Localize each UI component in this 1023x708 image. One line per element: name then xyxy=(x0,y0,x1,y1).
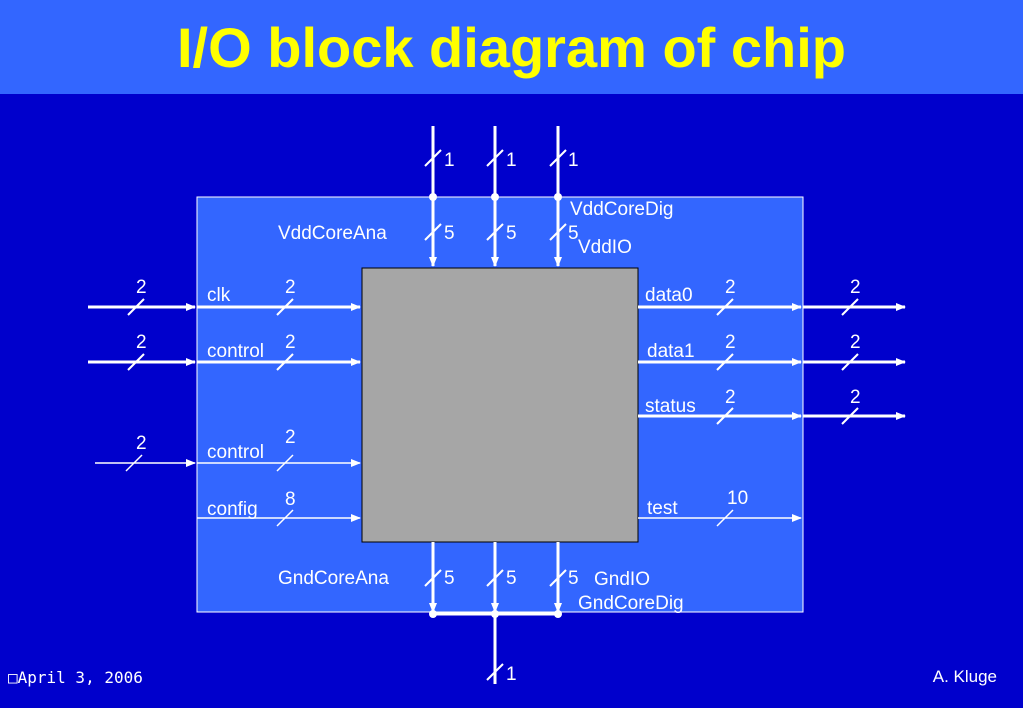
width-status-inner: 2 xyxy=(725,387,736,408)
width-bottom-outer: 1 xyxy=(506,664,517,685)
config-label: config xyxy=(207,499,258,520)
width-clk-outer: 2 xyxy=(136,277,147,298)
width-control1-outer: 2 xyxy=(136,332,147,353)
gnd-io-label: GndIO xyxy=(594,569,650,590)
data0-label: data0 xyxy=(645,285,693,306)
width-status-outer: 2 xyxy=(850,387,861,408)
width-data1-outer: 2 xyxy=(850,332,861,353)
control-label-2: control xyxy=(207,442,265,463)
width-top-outer-3: 1 xyxy=(568,150,579,171)
width-bottom-inner-2: 5 xyxy=(506,568,517,589)
input-signals xyxy=(88,298,361,527)
width-top-outer-1: 1 xyxy=(444,150,455,171)
width-data1-inner: 2 xyxy=(725,332,736,353)
core-block xyxy=(361,267,639,543)
width-test-inner: 10 xyxy=(727,488,749,509)
width-data0-inner: 2 xyxy=(725,277,736,298)
width-data0-outer: 2 xyxy=(850,277,861,298)
page-title: I/O block diagram of chip xyxy=(177,16,846,79)
supply-lines-top xyxy=(424,126,567,267)
test-label: test xyxy=(647,498,678,519)
width-bottom-inner-3: 5 xyxy=(568,568,579,589)
title-bar xyxy=(0,0,1023,94)
status-label: status xyxy=(645,396,696,417)
width-clk-inner: 2 xyxy=(285,277,296,298)
clk-label: clk xyxy=(207,285,231,306)
footer-date: □April 3, 2006 xyxy=(8,668,143,687)
width-control1-inner: 2 xyxy=(285,332,296,353)
width-top-inner-2: 5 xyxy=(506,223,517,244)
width-control2-outer: 2 xyxy=(136,433,147,454)
output-signals xyxy=(638,298,906,527)
control-label-1: control xyxy=(207,341,265,362)
gnd-core-dig-label: GndCoreDig xyxy=(578,593,684,614)
ground-lines-bottom xyxy=(424,542,567,684)
width-control2-inner: 2 xyxy=(285,427,296,448)
vdd-io-label: VddIO xyxy=(578,237,632,258)
width-config-inner: 8 xyxy=(285,489,296,510)
width-top-inner-3: 5 xyxy=(568,223,579,244)
width-top-outer-2: 1 xyxy=(506,150,517,171)
data1-label: data1 xyxy=(647,341,695,362)
vdd-core-dig-label: VddCoreDig xyxy=(570,199,674,220)
gnd-core-ana-label: GndCoreAna xyxy=(278,568,389,589)
width-top-inner-1: 5 xyxy=(444,223,455,244)
width-bottom-inner-1: 5 xyxy=(444,568,455,589)
footer-author: A. Kluge xyxy=(932,667,997,686)
vdd-core-ana-label: VddCoreAna xyxy=(278,223,387,244)
